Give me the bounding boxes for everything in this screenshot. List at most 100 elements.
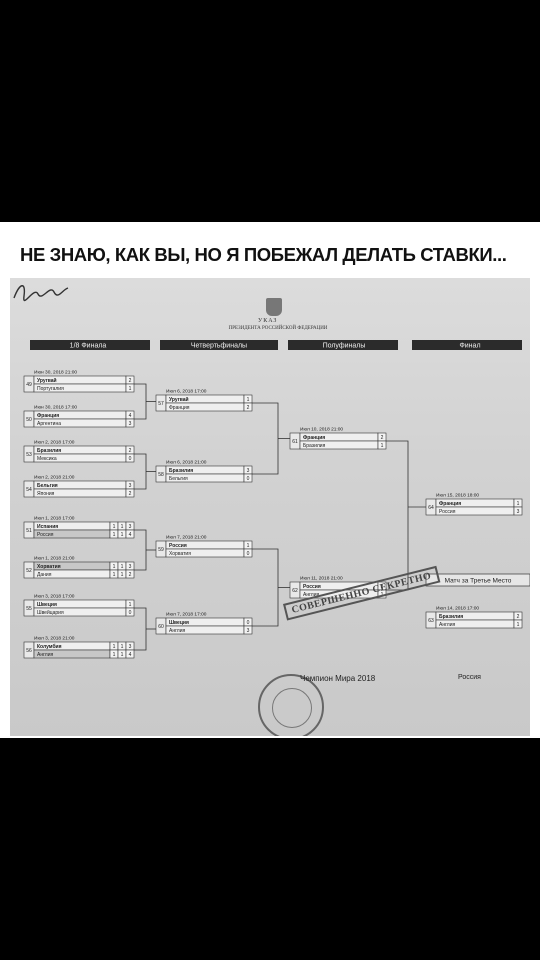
champion-value: Россия [458,674,481,681]
match-date: Июл 7, 2018 17:00 [166,612,207,618]
match-id: 54 [26,487,32,493]
score-value: 1 [113,572,116,578]
score-value: 1 [121,572,124,578]
match-date: Июл 2, 2018 21:00 [34,475,75,481]
score-cell [125,529,135,539]
score-value: 4 [129,652,132,658]
round-header-label: Финал [459,343,480,350]
score-value: 1 [113,652,116,658]
round-header-label: Четвертьфиналы [191,343,247,350]
match-date: Июл 2, 2018 17:00 [34,440,75,446]
score-cell [243,473,253,483]
match-id: 51 [26,528,32,534]
document-ukaz: УКАЗ [258,318,278,324]
score-value: 4 [129,532,132,538]
score-cell [377,440,387,450]
score-value: 1 [113,644,116,650]
meme-caption: НЕ ЗНАЮ, КАК ВЫ, НО Я ПОБЕЖАЛ ДЕЛАТЬ СТА… [20,244,507,265]
team-name: Колумбия [37,643,62,650]
bracket-connector [134,529,147,571]
team-name: Хорватия [169,551,191,557]
match-id: 52 [26,568,32,574]
match-id: 55 [26,606,32,612]
team-name: Франция [169,405,190,411]
score-value: 2 [381,435,384,441]
team-name: Англия [439,622,456,628]
team-name: Мексика [37,456,57,462]
score-value: 4 [129,413,132,419]
score-value: 1 [129,602,132,608]
score-value: 2 [129,448,132,454]
team-name: Англия [303,592,320,598]
score-cell [125,607,135,617]
match-id: 63 [428,618,434,624]
score-value: 1 [113,564,116,570]
team-name: Франция [303,435,325,441]
score-value: 2 [129,491,132,497]
score-value: 0 [247,476,250,482]
bracket-connector [134,607,147,651]
match-date: Июл 3, 2018 21:00 [34,636,75,642]
match-id: 53 [26,452,32,458]
bracket-connector [252,548,279,627]
score-cell [125,569,135,579]
bracket-document: УКАЗ ПРЕЗИДЕНТА РОССИЙСКОЙ ФЕДЕРАЦИИ 1/8… [10,278,530,736]
team-name: Россия [37,532,54,538]
score-value: 1 [247,543,250,549]
match-id: 60 [158,624,164,630]
score-cell [377,589,387,599]
score-value: 3 [129,564,132,570]
match-date: Июл 14, 2018 17:00 [436,606,479,612]
round-header-4 [412,340,522,350]
team-name: Франция [439,501,461,507]
team-name: Бразилия [169,468,193,474]
match-date: Июл 6, 2018 21:00 [166,460,207,466]
score-value: 3 [129,644,132,650]
score-value: 3 [129,524,132,530]
match-id: 50 [26,417,32,423]
match-id: 56 [26,648,32,654]
document-issuer: ПРЕЗИДЕНТА РОССИЙСКОЙ ФЕДЕРАЦИИ [228,326,328,331]
match-date: Июл 15, 2018 18:00 [436,493,479,499]
team-name: Португалия [37,386,64,392]
score-value: 1 [517,622,520,628]
match-date: Июл 3, 2018 17:00 [34,594,75,600]
score-value: 1 [121,644,124,650]
score-value: 0 [247,551,250,557]
team-name: Бельгия [37,483,58,489]
score-value: 1 [381,592,384,598]
score-value: 3 [247,468,250,474]
score-value: 2 [517,614,520,620]
match-id: 58 [158,472,164,478]
match-date: Июл 1, 2018 17:00 [34,516,75,522]
match-id: 49 [26,382,32,388]
team-name: Аргентина [37,421,61,427]
team-name: Франция [37,413,59,419]
score-value: 1 [121,652,124,658]
bracket-connector [386,440,409,591]
score-value: 2 [129,572,132,578]
team-name: Бразилия [439,614,463,620]
bracket-connector [252,402,279,475]
score-cell [125,488,135,498]
round-seal-icon [258,674,324,736]
team-name: Уругвай [37,377,57,384]
score-cell [125,418,135,428]
round-header-1 [30,340,150,350]
score-value: 1 [113,532,116,538]
match-date: Июн 30, 2018 17:00 [34,405,77,411]
score-value: 3 [517,509,520,515]
score-cell [125,383,135,393]
match-date: Июн 30, 2018 21:00 [34,370,77,376]
champion-label: Чемпион Мира 2018 [300,674,376,683]
match-date: Июл 11, 2018 21:00 [300,576,343,582]
third-place-label: Матч за Третье Место [445,578,512,585]
match-id: 61 [292,439,298,445]
score-value: 3 [129,421,132,427]
score-cell [513,619,523,629]
round-header-label: Полуфиналы [323,343,366,350]
score-cell [125,649,135,659]
team-name: Хорватия [37,564,61,570]
team-name: Дания [37,572,52,578]
